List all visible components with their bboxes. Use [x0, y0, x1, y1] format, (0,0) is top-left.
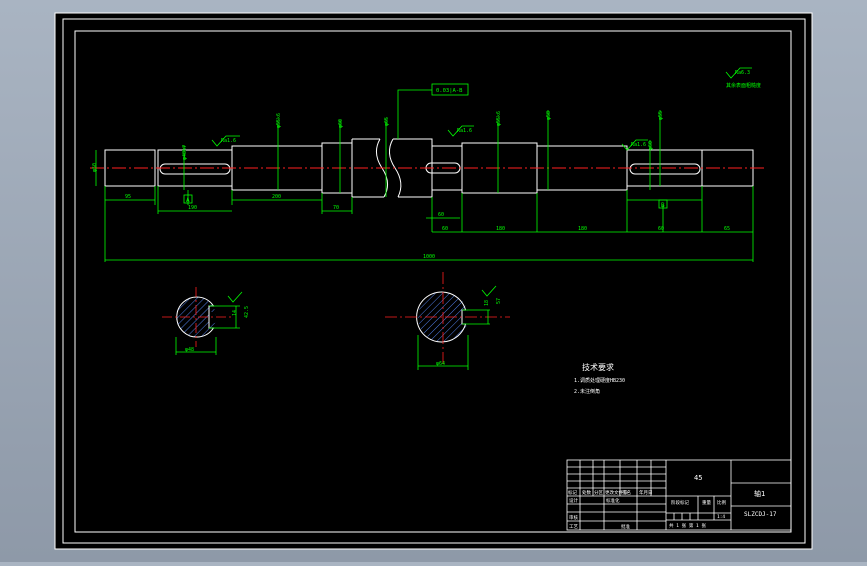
keyway-right [629, 163, 701, 175]
len-8: 180 [578, 226, 587, 232]
key-dia-left: φ48h7 [182, 145, 188, 160]
rough-1-label: Ra1.6 [221, 138, 236, 144]
tb-weight-label: 重量 [702, 499, 711, 506]
rough-note-label: 其余表面粗糙度 [726, 82, 761, 89]
tb-process: 工艺 [569, 524, 578, 530]
shaft-segment-1 [104, 149, 156, 187]
geom-tolerance-text: 0.03|A-B [436, 88, 463, 94]
tb-part-name: 轴1 [754, 489, 765, 498]
len-7: 180 [496, 226, 505, 232]
len-10: 65 [724, 226, 730, 232]
datum-a: A [186, 197, 190, 204]
tech-line-1: 1.调质处理硬度HB230 [574, 377, 625, 384]
total-length: 1000 [423, 254, 435, 260]
title-block [566, 459, 792, 531]
section-right: φ64 18 57 [385, 272, 510, 370]
tb-hdr-mark: 标记 [568, 489, 577, 496]
drawing-frame [74, 30, 792, 533]
len-5: 60 [438, 212, 444, 218]
tb-design: 设计 [569, 497, 578, 504]
roughness-symbols [211, 67, 752, 303]
dia-f: φ55 [658, 111, 664, 120]
section-left: φ48 14 42.5 [162, 287, 250, 355]
dia-c: φ65 [384, 117, 390, 126]
tb-hdr-count: 处数 [582, 489, 591, 496]
key-dia-right: φ60 [648, 141, 654, 150]
tb-hdr-date: 年月日 [639, 489, 653, 496]
keyway-left [159, 163, 231, 175]
tb-drawing-no: SLZCDJ-17 [744, 511, 777, 518]
tech-title: 技术要求 [582, 362, 614, 372]
tech-line-2: 2.未注倒角 [574, 388, 600, 395]
tb-scale-label: 比例 [717, 499, 726, 506]
drawing-sheet [54, 12, 813, 550]
len-1: 95 [125, 194, 131, 200]
section-left-key-depth: 42.5 [244, 306, 250, 318]
section-left-dia: φ48 [185, 347, 194, 353]
dia-a: φ55k6 [276, 113, 282, 128]
datum-a-box [183, 194, 193, 204]
section-right-key-depth: 57 [496, 298, 502, 304]
tb-approve: 批准 [621, 523, 630, 530]
section-left-key-width: 14 [232, 310, 238, 316]
dia-d: φ55k6 [496, 111, 502, 126]
tb-sheet-info: 共 1 张 第 1 张 [669, 522, 706, 529]
sheet-border [62, 18, 806, 544]
tech-requirements: 技术要求 1.调质处理硬度HB230 2.未注倒角 [574, 362, 625, 395]
len-4: 70 [333, 205, 339, 211]
len-2: 190 [188, 205, 197, 211]
rough-3-label: Ra1.6 [631, 142, 646, 148]
dia-e: φ58 [546, 111, 552, 120]
tb-std: 标准化 [606, 497, 620, 504]
dia-left-journal: φ50 [92, 163, 98, 172]
tb-check: 审核 [569, 514, 578, 521]
dimension-lines [95, 89, 754, 262]
section-right-dia: φ64 [436, 361, 445, 367]
datum-b-box [658, 199, 668, 209]
geom-tolerance-frame [431, 83, 469, 96]
len-6: 60 [442, 226, 448, 232]
tb-material: 45 [694, 474, 702, 482]
datum-b: B [661, 202, 665, 209]
tb-hdr-sign: 签名 [622, 489, 631, 496]
dia-b: φ60 [338, 119, 344, 128]
tb-hdr-doc: 更改文件号 [605, 489, 628, 496]
dimension-texts: Ra1.6 Ra1.6 Ra1.6 Ra6.3 其余表面粗糙度 φ50 φ55k… [92, 70, 761, 260]
tb-stage-label: 阶段标记 [671, 499, 689, 506]
tb-hdr-zone: 分区 [594, 489, 603, 496]
rough-2-label: Ra1.6 [457, 128, 472, 134]
title-block-texts: 标记 处数 分区 更改文件号 签名 年月日 设计 标准化 审核 工艺 批准 阶段… [568, 474, 777, 530]
shaft-segment-5 [351, 138, 384, 198]
len-3: 200 [272, 194, 281, 200]
section-right-key-width: 18 [484, 300, 490, 306]
rough-top-right-label: Ra6.3 [735, 70, 750, 76]
len-9: 60 [658, 226, 664, 232]
tb-scale: 1:4 [717, 514, 725, 520]
